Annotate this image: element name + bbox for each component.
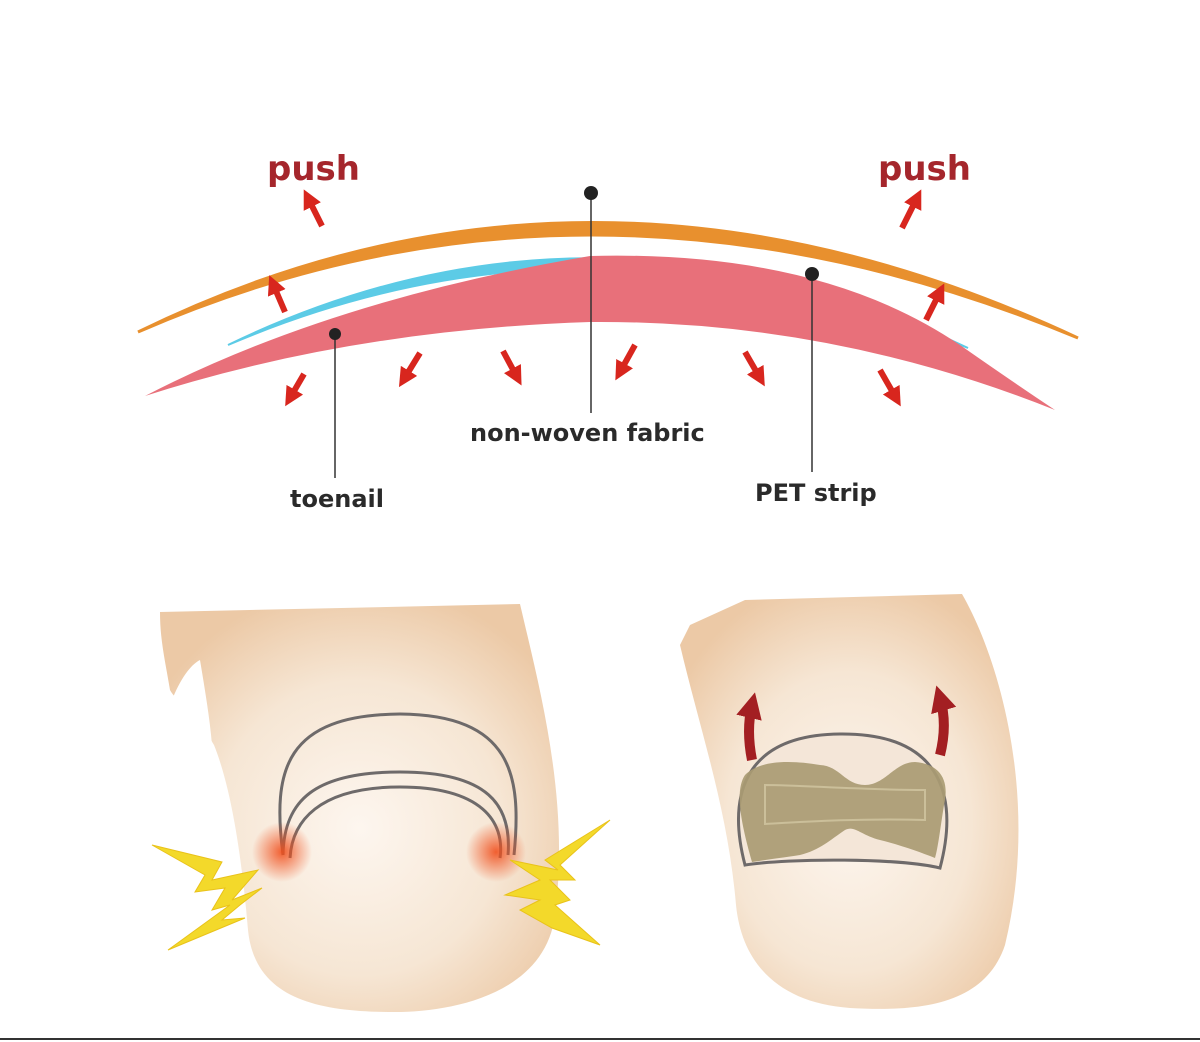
arrow-icon <box>303 189 325 228</box>
push-label-left: push <box>267 149 360 189</box>
lift-arrow-icon <box>736 692 762 761</box>
non-woven-fabric-layer <box>137 221 1079 340</box>
arrow-icon <box>899 189 922 230</box>
inflammation-glow <box>252 822 312 882</box>
arrow-icon <box>615 343 638 381</box>
arrow-icon <box>877 368 901 407</box>
ingrown-toe-illustration <box>151 604 611 1012</box>
arrow-icon <box>500 349 522 386</box>
toenail-label: toenail <box>290 485 384 513</box>
pet-marker-dot <box>805 267 819 281</box>
pet-strip-layer <box>227 257 969 349</box>
toenail-marker-dot <box>329 328 341 340</box>
push-label-right: push <box>878 149 971 189</box>
force-arrows <box>267 189 945 407</box>
arrow-icon <box>742 350 765 387</box>
corrected-toe-illustration <box>680 594 1019 1009</box>
toe-shape <box>160 604 560 1012</box>
arrow-icon <box>285 372 307 407</box>
corrective-patch <box>739 762 946 862</box>
fabric-marker-dot <box>584 186 598 200</box>
lift-arrow-icon <box>931 685 957 757</box>
pain-bolt-icon <box>503 819 611 946</box>
cross-section: push push non-woven fabric toenail PET s… <box>137 149 1079 513</box>
non-woven-fabric-label: non-woven fabric <box>470 419 705 447</box>
arrow-icon <box>923 283 945 322</box>
pet-strip-label: PET strip <box>755 479 877 507</box>
inflammation-glow <box>466 822 526 882</box>
toenail-layer <box>145 255 1055 410</box>
arrow-icon <box>267 275 288 314</box>
leader-lines <box>334 193 813 478</box>
pain-bolt-icon <box>151 844 263 951</box>
arrow-icon <box>398 351 423 388</box>
